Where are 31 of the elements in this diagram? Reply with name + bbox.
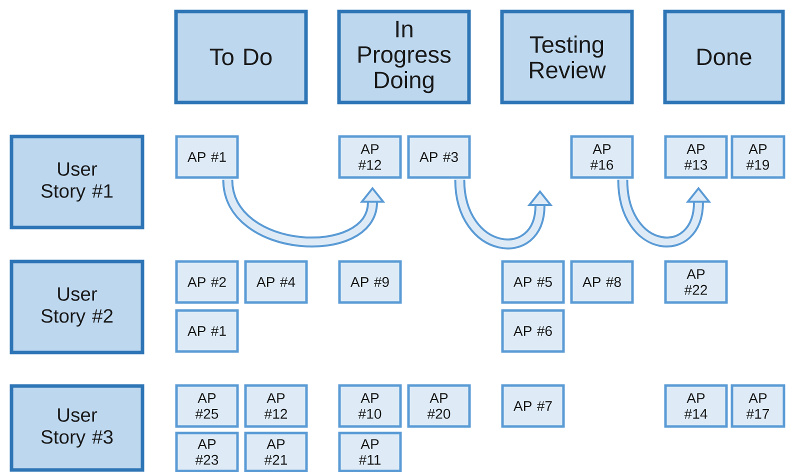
task-card: AP #7 xyxy=(501,384,565,428)
task-card: AP #1 xyxy=(175,135,239,179)
task-card: AP #9 xyxy=(338,260,402,304)
task-card: AP #12 xyxy=(244,384,308,428)
task-card: AP #4 xyxy=(244,260,308,304)
task-card: AP #1 xyxy=(175,309,239,353)
task-card: AP #3 xyxy=(407,135,471,179)
task-card: AP #23 xyxy=(175,432,239,472)
task-card: AP #13 xyxy=(664,135,728,179)
task-card: AP #21 xyxy=(244,432,308,472)
task-card: AP #10 xyxy=(338,384,402,428)
task-card: AP #5 xyxy=(501,260,565,304)
column-header-box: In Progress Doing xyxy=(337,10,471,104)
column-header-box: Testing Review xyxy=(500,10,634,104)
task-card: AP #12 xyxy=(338,135,402,179)
user-story-box: User Story #3 xyxy=(10,384,144,472)
task-card: AP #14 xyxy=(664,384,728,428)
task-card: AP #17 xyxy=(730,384,786,428)
task-card: AP #2 xyxy=(175,260,239,304)
user-story-box: User Story #1 xyxy=(10,134,144,230)
user-story-box: User Story #2 xyxy=(10,260,144,354)
task-card: AP #25 xyxy=(175,384,239,428)
task-card: AP #20 xyxy=(407,384,471,428)
task-card: AP #19 xyxy=(730,135,786,179)
column-header-box: Done xyxy=(663,10,785,104)
task-card: AP #11 xyxy=(338,432,402,472)
task-card: AP #16 xyxy=(570,135,634,179)
task-card: AP #22 xyxy=(664,260,728,304)
column-header-box: To Do xyxy=(174,10,308,104)
task-card: AP #8 xyxy=(570,260,634,304)
task-card: AP #6 xyxy=(501,309,565,353)
